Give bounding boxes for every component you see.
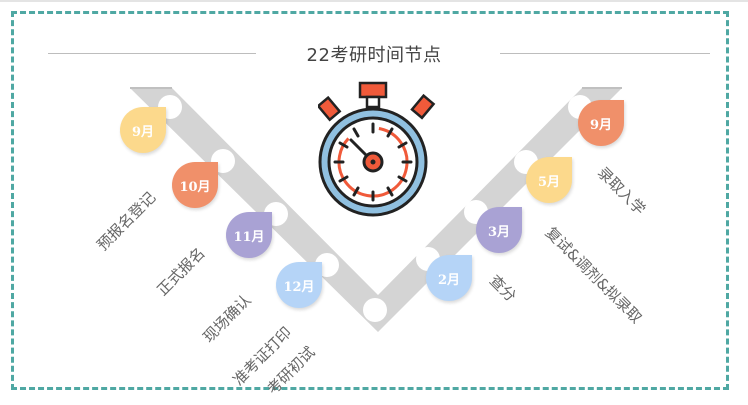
month-label: 9月 xyxy=(589,117,613,133)
month-label: 2月 xyxy=(437,272,461,288)
month-label: 10月 xyxy=(179,179,211,195)
stopwatch-icon xyxy=(318,81,436,217)
month-label: 11月 xyxy=(233,229,265,245)
top-divider xyxy=(0,0,748,2)
month-label: 12月 xyxy=(283,279,315,295)
page-title: 22考研时间节点 xyxy=(306,45,442,66)
milestone-mar-retest: 3月 xyxy=(476,207,522,253)
title-rule-right xyxy=(500,53,710,54)
milestone-sep-prereg: 9月 xyxy=(120,107,166,153)
milestone-sep-enroll: 9月 xyxy=(578,100,624,146)
milestone-may: 5月 xyxy=(526,157,572,203)
milestone-oct-register: 10月 xyxy=(172,162,218,208)
milestone-nov-confirm: 11月 xyxy=(226,212,272,258)
title-rule-left xyxy=(48,53,256,54)
month-label: 9月 xyxy=(131,124,155,140)
dashed-frame xyxy=(11,11,729,390)
milestone-dec-exam: 12月 xyxy=(276,262,322,308)
milestone-feb-score: 2月 xyxy=(426,255,472,301)
month-label: 5月 xyxy=(537,174,561,190)
month-label: 3月 xyxy=(487,224,511,240)
